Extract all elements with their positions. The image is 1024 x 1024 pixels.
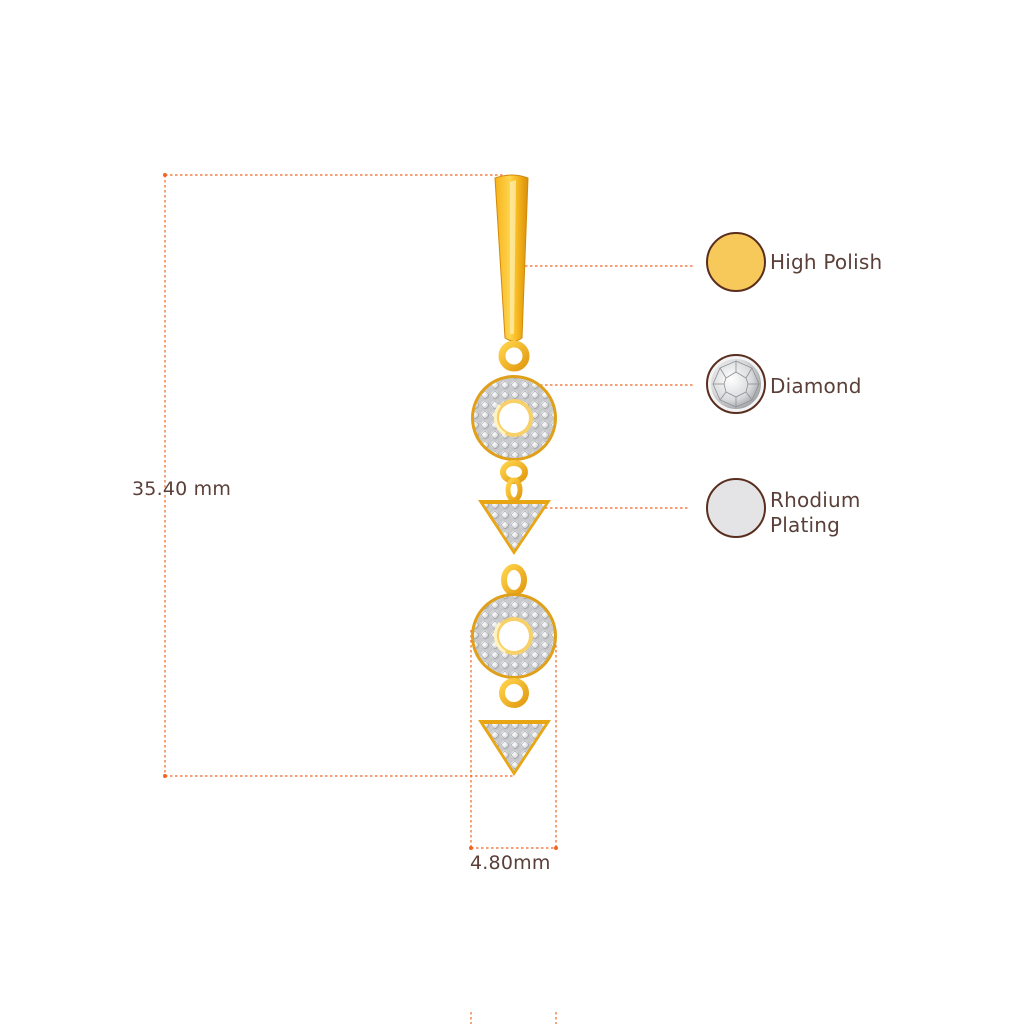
earring-link-1 <box>500 460 528 503</box>
earring-bail <box>494 174 530 372</box>
earring-triangle-2 <box>478 720 551 776</box>
gold-swatch-icon <box>706 232 766 292</box>
earring-link-2 <box>501 564 527 596</box>
earring-link-3 <box>499 678 529 708</box>
legend-label-rhodium-line2: Plating <box>770 513 841 537</box>
width-arrow-ends <box>469 846 558 850</box>
legend-label-diamond: Diamond <box>770 374 862 398</box>
height-dimension-label: 35.40 mm <box>132 478 232 500</box>
legend-label-high-polish: High Polish <box>770 250 883 274</box>
width-dimension-label: 4.80mm <box>470 852 551 874</box>
diamond-swatch-icon <box>706 354 766 414</box>
legend-label-rhodium-line1: Rhodium <box>770 488 861 512</box>
earring-triangle-1 <box>478 500 551 555</box>
legend-label-rhodium: Rhodium Plating <box>770 488 861 538</box>
earring-ring-1 <box>471 375 557 461</box>
width-dimension <box>470 630 557 1024</box>
rhodium-swatch-icon <box>706 478 766 538</box>
height-arrow-ends <box>163 173 167 778</box>
earring-ring-2 <box>471 593 557 679</box>
height-dimension <box>164 174 515 777</box>
